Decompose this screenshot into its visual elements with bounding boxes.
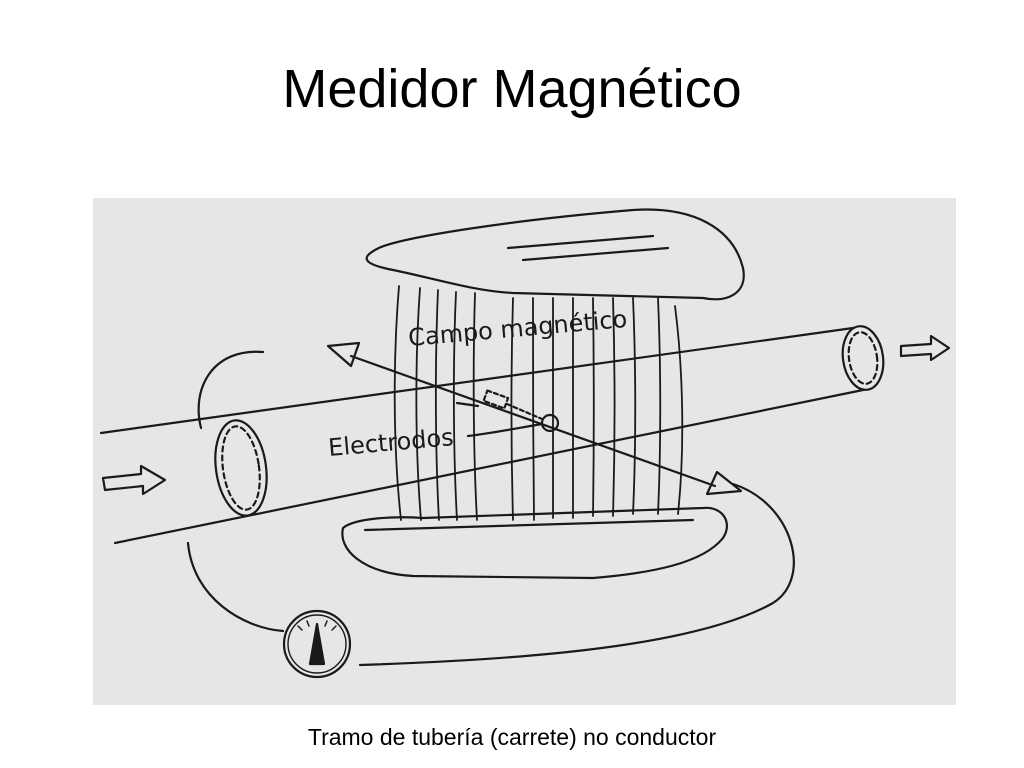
circuit-wire-left	[186, 350, 285, 633]
lower-magnet-slot	[363, 518, 695, 532]
upper-magnet-pole	[365, 208, 745, 301]
magnetic-field-label: Campo magnético	[407, 305, 628, 352]
electrode-axis-arrowhead-left	[326, 341, 361, 368]
diagram-drawing: Campo magnético Electrodos	[99, 208, 951, 679]
electrodes-leader	[455, 401, 544, 438]
inlet-flow-arrow	[101, 464, 167, 496]
caption: Tramo de tubería (carrete) no conductor	[307, 724, 717, 750]
outlet-flow-arrow	[899, 334, 951, 362]
magnetic-field-lines	[393, 285, 684, 521]
electrode-axis-arrowhead-right	[705, 470, 743, 496]
magnetic-flowmeter-diagram: Campo magnético Electrodos	[93, 198, 956, 705]
circuit-wire-right	[358, 482, 795, 667]
pipe-inlet-end	[214, 419, 268, 517]
upper-magnet-slot	[506, 234, 670, 262]
electrode-back	[482, 389, 510, 410]
lower-magnet-pole	[341, 506, 729, 580]
pipe-body	[99, 326, 865, 545]
pipe-outlet-end	[841, 325, 885, 391]
electrode-front	[540, 413, 560, 433]
slide-title: Medidor Magnético	[282, 59, 742, 119]
electrode-axis-line	[349, 354, 717, 488]
galvanometer-icon	[282, 609, 352, 679]
